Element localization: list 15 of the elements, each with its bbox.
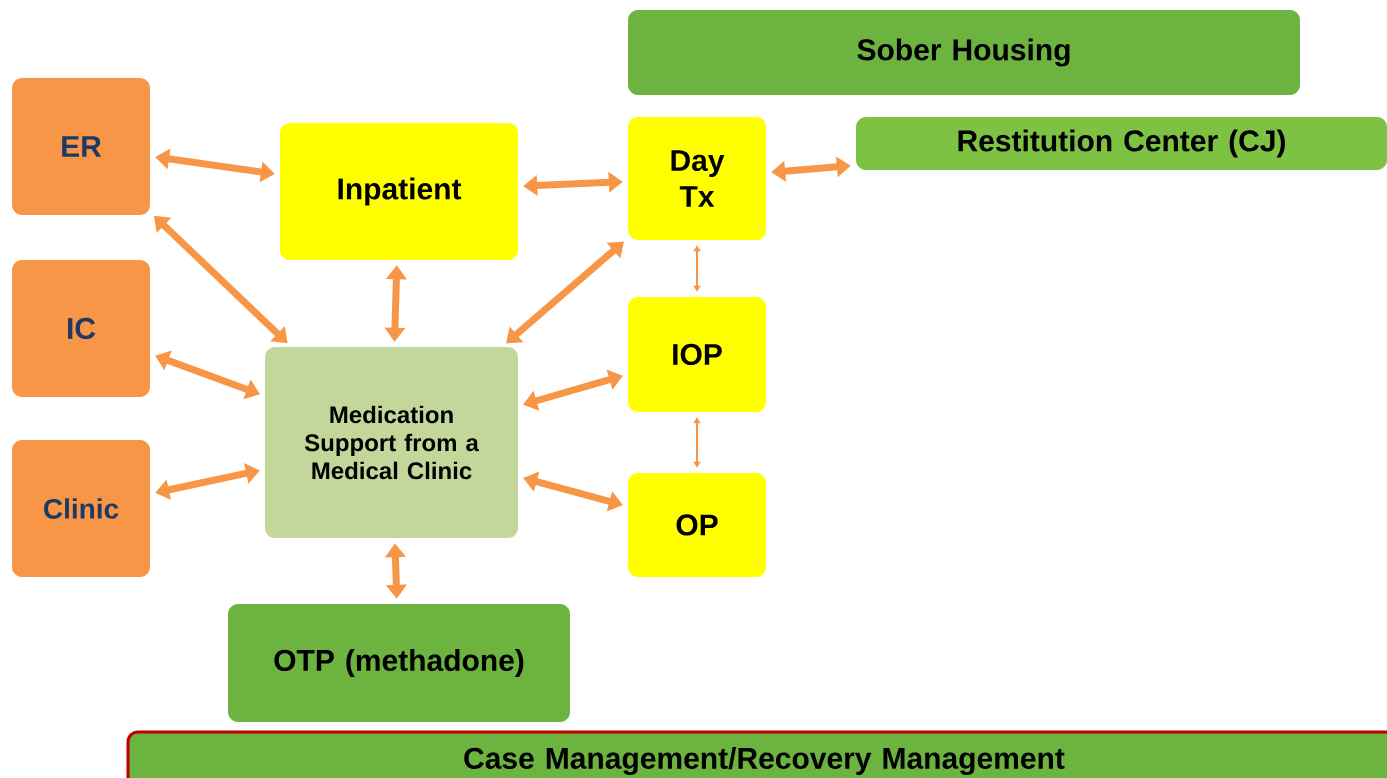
treatment-box: Medication Support from a Medical Clinic — [265, 347, 518, 538]
double-arrow — [506, 241, 624, 344]
double-arrow — [693, 245, 701, 292]
double-arrow — [693, 417, 701, 468]
entry-point-box: ER — [12, 78, 150, 215]
service-band: Case Management/Recovery Management — [126, 730, 1387, 778]
treatment-box: IOP — [628, 297, 766, 412]
service-box: Restitution Center (CJ) — [856, 117, 1387, 170]
treatment-box: Day Tx — [628, 117, 766, 240]
entry-point-box: Clinic — [12, 440, 150, 577]
service-box: OTP (methadone) — [228, 604, 570, 722]
entry-point-box: IC — [12, 260, 150, 397]
treatment-box: Inpatient — [280, 123, 518, 260]
service-box: Sober Housing — [628, 10, 1300, 95]
treatment-box: OP — [628, 473, 766, 577]
